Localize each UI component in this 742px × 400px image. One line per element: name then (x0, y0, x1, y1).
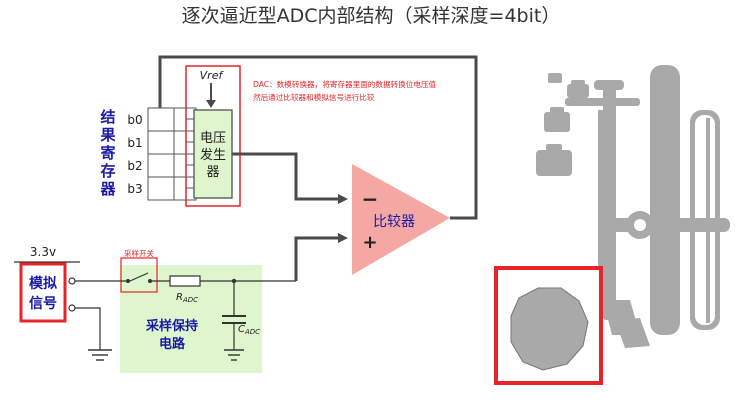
dac-note-line2: 然后通过比较器和模拟信号进行比较 (253, 92, 375, 102)
voltage-generator-label: 电压 发生 器 (200, 131, 226, 180)
minus-input-arrowhead (338, 194, 348, 204)
cap-ground-icon (224, 349, 244, 361)
plus-input-arrowhead (338, 233, 348, 243)
signal-ground-wire (75, 307, 101, 350)
result-register-label: 结 果 寄 存 器 (99, 108, 116, 198)
dac-note-line1: DAC：数模转换器，将寄存器里面的数据转换位电压值 (253, 79, 437, 89)
vref-label: Vref (200, 69, 225, 82)
bit-label-b2: b2 (127, 159, 142, 173)
dac-frame (185, 65, 241, 207)
voltage-3v3-label: 3.3v (30, 245, 56, 259)
sample-to-comparator-wire (294, 236, 340, 281)
comparator-plus-sign: + (362, 232, 377, 253)
radc-label: RADC (176, 292, 198, 304)
comparator-label: 比较器 (373, 214, 415, 230)
vref-arrowhead (206, 100, 216, 108)
analog-signal-box (19, 262, 67, 323)
balance-side-bar (598, 110, 608, 310)
switch-contact-right (148, 279, 152, 283)
sample-hold-label: 采样保持 电路 (145, 318, 198, 352)
svg-text:结: 结 (100, 108, 115, 126)
svg-text:发生: 发生 (200, 147, 226, 163)
cadc-label: CADC (238, 324, 260, 336)
svg-text:果: 果 (99, 126, 116, 144)
dac-to-comparator-wire (232, 152, 340, 201)
switch-blade (129, 272, 149, 282)
bit-label-b1: b1 (127, 136, 142, 150)
result-register (147, 107, 197, 201)
svg-text:寄: 寄 (100, 144, 115, 162)
analog-signal-label: 模拟 信号 (29, 275, 57, 312)
svg-text:信号: 信号 (29, 295, 57, 312)
svg-text:电路: 电路 (159, 336, 186, 352)
switch-contact-left (126, 279, 130, 283)
resistor-radc (169, 275, 201, 287)
svg-text:器: 器 (99, 180, 116, 198)
diagram-title: 逐次逼近型ADC内部结构（采样深度=4bit） (182, 5, 561, 27)
sample-switch-label: 采样开关 (124, 248, 154, 258)
signal-terminal-bottom (68, 304, 76, 312)
svg-text:器: 器 (206, 165, 219, 180)
voltage-generator-box (193, 109, 233, 199)
svg-text:模拟: 模拟 (29, 275, 57, 292)
bit-label-b3: b3 (127, 182, 142, 196)
sample-switch-frame (120, 257, 158, 293)
balance-scale-icon (536, 65, 730, 348)
bit-label-b0: b0 (127, 113, 142, 127)
comparator-triangle (352, 164, 450, 275)
svg-text:存: 存 (100, 162, 115, 180)
octagon-weight-icon (510, 287, 589, 371)
signal-ground-icon (88, 349, 112, 361)
register-links (186, 118, 194, 189)
svg-text:电压: 电压 (200, 131, 226, 146)
svg-text:采样保持: 采样保持 (145, 318, 198, 334)
signal-terminal-top (68, 277, 76, 285)
comparator-minus-sign: − (362, 187, 379, 211)
